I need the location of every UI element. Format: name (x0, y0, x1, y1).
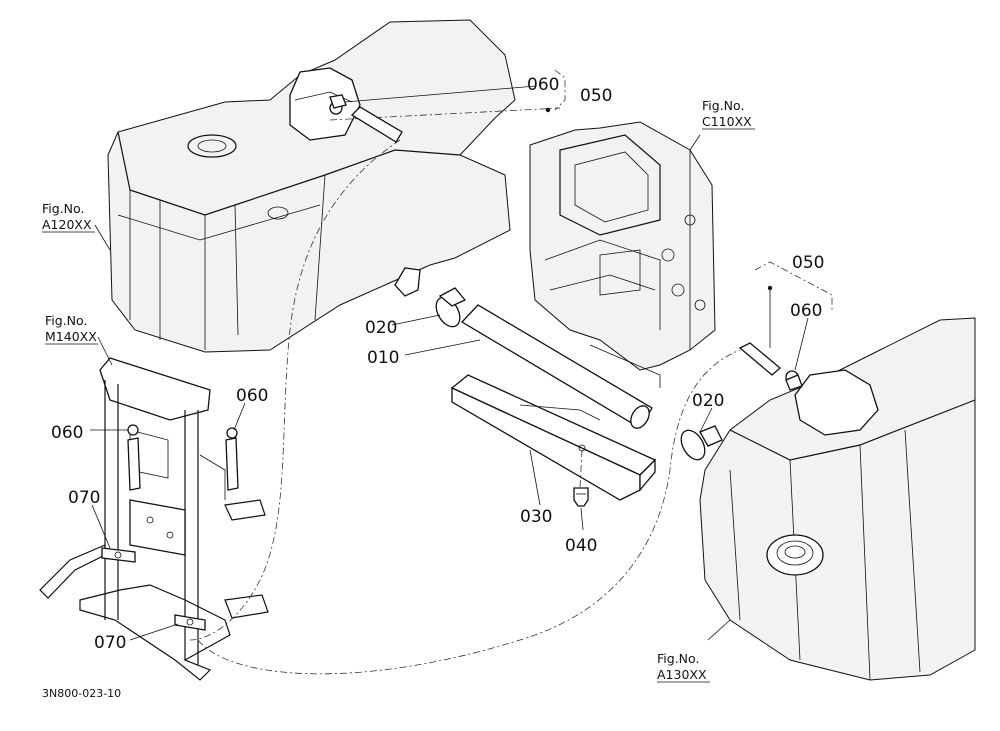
small-hose-right (738, 285, 803, 391)
leader-lines (90, 85, 809, 641)
fig-ref-a120-line2: A120XX (42, 217, 92, 232)
clamps-070 (101, 547, 206, 631)
small-hose-left (127, 424, 239, 491)
bolt-040 (573, 449, 589, 507)
fig-ref-m140-line2: M140XX (45, 329, 97, 344)
fig-ref-a130-line1: Fig.No. (657, 651, 699, 666)
left-fuel-tank (107, 19, 516, 353)
fuel-hose-010 (460, 304, 653, 429)
illustration-code: 3N800-023-10 (42, 687, 121, 700)
fig-ref-c110-line2: C110XX (702, 114, 752, 129)
callout-030: 030 (520, 507, 552, 527)
small-hose-top (329, 94, 403, 143)
callout-070-bottom: 070 (94, 633, 126, 653)
fig-ref-m140-line1: Fig.No. (45, 313, 87, 328)
callout-040: 040 (565, 536, 597, 556)
callout-020-right: 020 (692, 391, 724, 411)
hose-guard-030 (450, 374, 657, 501)
group-bracket-top (545, 69, 566, 113)
right-fuel-tank (699, 317, 976, 681)
callout-060-left-a: 060 (51, 423, 83, 443)
callout-060-top: 060 (527, 75, 559, 95)
callout-050-top: 050 (580, 86, 612, 106)
callout-010: 010 (367, 348, 399, 368)
callout-060-left-b: 060 (236, 386, 268, 406)
fig-ref-c110-line1: Fig.No. (702, 98, 744, 113)
callout-060-right: 060 (790, 301, 822, 321)
fig-ref-a130-line2: A130XX (657, 667, 707, 682)
hose-clamps-020 (435, 287, 723, 461)
fig-ref-a120-line1: Fig.No. (42, 201, 84, 216)
group-bracket-right (754, 261, 833, 310)
callout-050-right: 050 (792, 253, 824, 273)
routing-lines (189, 107, 741, 675)
transmission-case (529, 121, 716, 388)
callout-020-left: 020 (365, 318, 397, 338)
callout-070-top: 070 (68, 488, 100, 508)
bracket-frame (39, 357, 269, 681)
